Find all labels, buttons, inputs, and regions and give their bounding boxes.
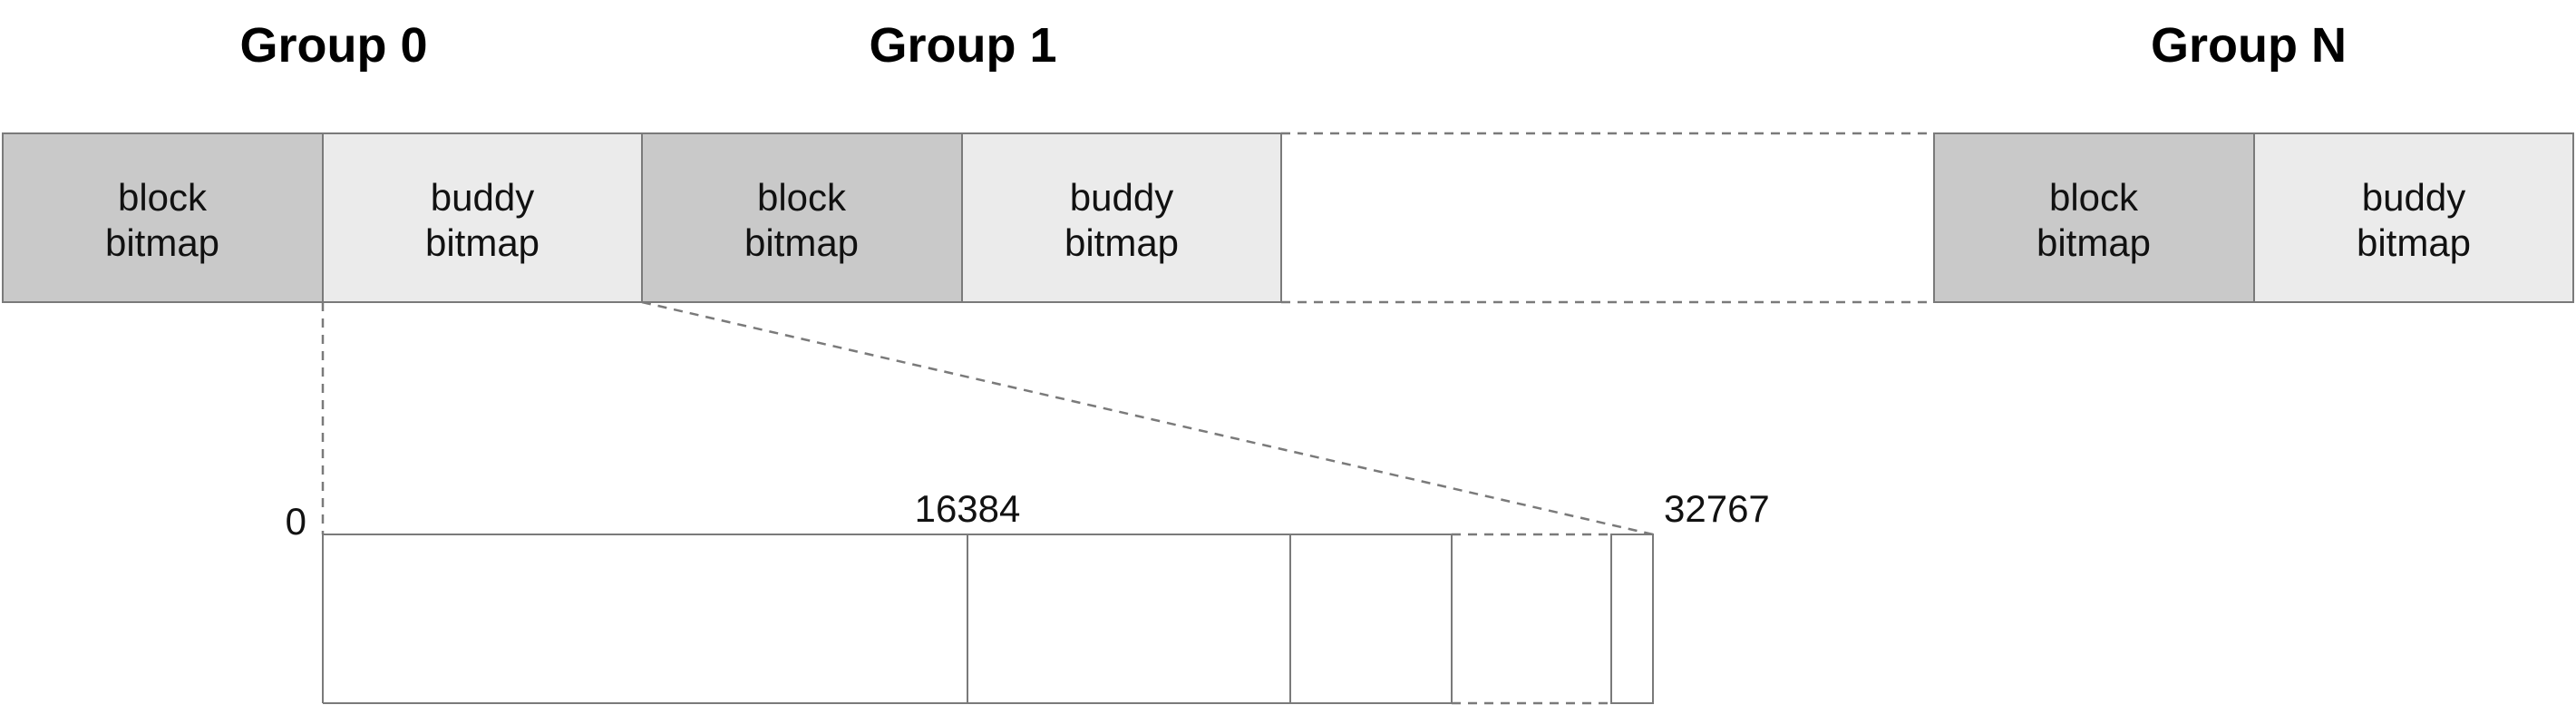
cell-label-line2: bitmap bbox=[105, 221, 219, 264]
group-n-title: Group N bbox=[2151, 18, 2347, 73]
cell-label-line1: buddy bbox=[431, 176, 534, 219]
cell-label-line1: block bbox=[2049, 176, 2139, 219]
cell-label-line2: bitmap bbox=[744, 221, 859, 264]
cell-label-line2: bitmap bbox=[425, 221, 540, 264]
group-1-title: Group 1 bbox=[869, 18, 1056, 73]
group-0-buddy-bitmap: buddy bitmap bbox=[322, 132, 643, 303]
group-0-title: Group 0 bbox=[239, 18, 427, 73]
detail-last-cell bbox=[1610, 534, 1654, 704]
cell-label-line2: bitmap bbox=[1064, 221, 1179, 264]
cell-label-line2: bitmap bbox=[2036, 221, 2151, 264]
group-0-block-bitmap: block bitmap bbox=[2, 132, 324, 303]
index-end-label: 32767 bbox=[1664, 487, 1770, 530]
cell-label-line1: buddy bbox=[1070, 176, 1173, 219]
buddy-bitmap-detail bbox=[322, 533, 1654, 705]
cell-label-line1: block bbox=[118, 176, 208, 219]
cell-label-line2: bitmap bbox=[2357, 221, 2471, 264]
index-mid-label: 16384 bbox=[915, 487, 1021, 530]
cell-label-line1: buddy bbox=[2362, 176, 2465, 219]
zoom-connector-right bbox=[641, 300, 1654, 536]
group-n-buddy-bitmap: buddy bitmap bbox=[2253, 132, 2574, 303]
group-1-buddy-bitmap: buddy bitmap bbox=[961, 132, 1282, 303]
index-start-label: 0 bbox=[286, 500, 306, 543]
group-n-block-bitmap: block bitmap bbox=[1933, 132, 2255, 303]
cell-label-line1: block bbox=[757, 176, 847, 219]
group-1-block-bitmap: block bitmap bbox=[641, 132, 963, 303]
